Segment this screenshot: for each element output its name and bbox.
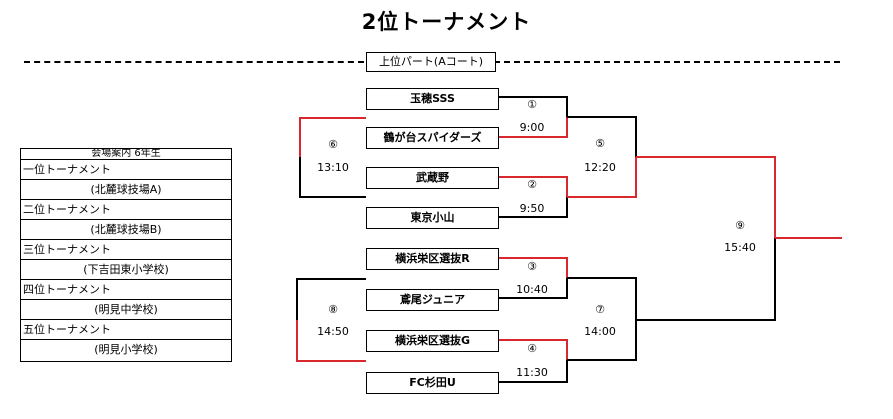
bracket-line-m4-bottom bbox=[497, 360, 568, 383]
bracket-line-m7-top bbox=[567, 277, 637, 320]
section-divider-left bbox=[24, 61, 364, 63]
team-box: 鳶尾ジュニア bbox=[366, 289, 499, 311]
bracket-line-m8-bottom bbox=[296, 320, 366, 362]
match-time: 11:30 bbox=[516, 366, 548, 379]
match-time: 10:40 bbox=[516, 283, 548, 296]
match-number: ④ bbox=[527, 342, 537, 355]
venue-guide-location: (北麓球技場A) bbox=[21, 180, 231, 200]
match-time: 13:10 bbox=[317, 161, 349, 174]
match-number: ③ bbox=[527, 260, 537, 273]
venue-guide-location: (明見小学校) bbox=[94, 343, 158, 356]
bracket-line-m3-top bbox=[497, 257, 568, 278]
match-time: 12:20 bbox=[584, 161, 616, 174]
bracket-line-m7-bottom bbox=[567, 320, 637, 361]
team-box: 玉穂SSS bbox=[366, 88, 499, 110]
bracket-line-m3-bottom bbox=[497, 278, 568, 299]
bracket-line-m6-bottom bbox=[299, 157, 366, 198]
match-number: ⑤ bbox=[595, 137, 605, 150]
venue-guide-category: 一位トーナメント bbox=[21, 160, 231, 180]
match-number: ① bbox=[527, 98, 537, 111]
team-box: FC杉田U bbox=[366, 372, 499, 394]
venue-guide-category: 二位トーナメント bbox=[21, 200, 231, 220]
team-box: 横浜栄区選抜G bbox=[366, 330, 499, 352]
venue-guide-location: (北麓球技場B) bbox=[21, 220, 231, 240]
match-time: 9:50 bbox=[519, 202, 545, 215]
bracket-line-m9-bottom bbox=[636, 238, 776, 321]
bracket-line-m5-top bbox=[567, 116, 637, 157]
venue-guide-location: (下吉田東小学校) bbox=[21, 260, 231, 280]
match-time: 14:50 bbox=[317, 325, 349, 338]
match-time: 15:40 bbox=[724, 241, 756, 254]
team-box: 横浜栄区選抜R bbox=[366, 248, 499, 270]
match-number: ⑨ bbox=[735, 219, 745, 232]
match-time: 14:00 bbox=[584, 325, 616, 338]
section-label: 上位パート(Aコート) bbox=[366, 52, 496, 72]
bracket-line-m4-top bbox=[497, 339, 568, 360]
bracket-line-m2-bottom bbox=[497, 197, 568, 218]
venue-guide-category: 三位トーナメント bbox=[21, 240, 231, 260]
team-box: 鶴が台スパイダーズ bbox=[366, 127, 499, 149]
bracket-line-m2-top bbox=[497, 176, 568, 197]
bracket-line-m1-top bbox=[497, 96, 568, 117]
venue-guide-category: 五位トーナメント bbox=[21, 320, 231, 340]
match-number: ⑧ bbox=[328, 303, 338, 316]
venue-guide-category: 四位トーナメント bbox=[21, 280, 231, 300]
bracket-line-m1-bottom bbox=[497, 117, 568, 138]
match-number: ② bbox=[527, 178, 537, 191]
team-box: 東京小山 bbox=[366, 207, 499, 229]
venue-guide-location: (明見中学校) bbox=[21, 300, 231, 320]
section-divider-right bbox=[494, 61, 840, 63]
bracket-line-m9-top bbox=[636, 156, 776, 238]
match-number: ⑥ bbox=[328, 138, 338, 151]
venue-guide-table: 会場案内 6年生 一位トーナメント (北麓球技場A) 二位トーナメント (北麓球… bbox=[20, 148, 232, 362]
bracket-line-m5-bottom bbox=[567, 157, 637, 198]
page-title: 2位トーナメント bbox=[361, 10, 532, 34]
bracket-line-m6-top bbox=[299, 117, 366, 157]
team-box: 武蔵野 bbox=[366, 167, 499, 189]
match-number: ⑦ bbox=[595, 303, 605, 316]
venue-guide-header: 会場案内 6年生 bbox=[21, 149, 231, 160]
match-time: 9:00 bbox=[519, 121, 545, 134]
bracket-line-m8-top bbox=[296, 278, 366, 320]
